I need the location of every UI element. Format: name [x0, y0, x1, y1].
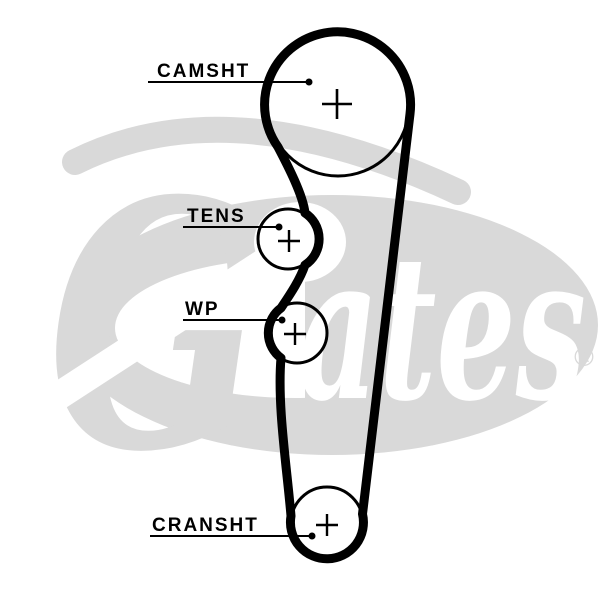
watermark-top-swoosh-icon [62, 116, 471, 205]
water-pump-cross-icon [284, 323, 306, 345]
camshaft-leader-dot [305, 78, 313, 86]
watermark-oval [66, 195, 598, 455]
tensioner-leader-dot [275, 223, 283, 231]
crankshaft-leader-dot [308, 532, 316, 540]
watermark-slash-icon [9, 225, 305, 435]
camshaft-cross-icon [322, 89, 352, 119]
pulley-center-crosses [278, 89, 352, 536]
watermark-brand-rest: ates [298, 211, 586, 446]
registered-trademark-icon: ® [571, 343, 597, 373]
camshaft-label: CAMSHT [157, 61, 250, 82]
watermark-hollow [115, 258, 305, 398]
crankshaft-cross-icon [316, 514, 338, 536]
tensioner-cross-icon [278, 230, 300, 252]
crankshaft-label: CRANSHT [152, 515, 259, 536]
gates-watermark: G ates ® [9, 116, 598, 527]
leader-dots [275, 78, 316, 540]
water-pump-leader-dot [278, 316, 286, 324]
tensioner-label: TENS [187, 206, 246, 227]
watermark-hollow-group [115, 258, 305, 398]
water-pump-label: WP [185, 299, 220, 320]
watermark-slash-group [9, 225, 305, 435]
pulley-labels: CAMSHT TENS WP CRANSHT [152, 61, 259, 536]
leader-lines [148, 81, 312, 537]
timing-belt-path [260, 27, 416, 564]
